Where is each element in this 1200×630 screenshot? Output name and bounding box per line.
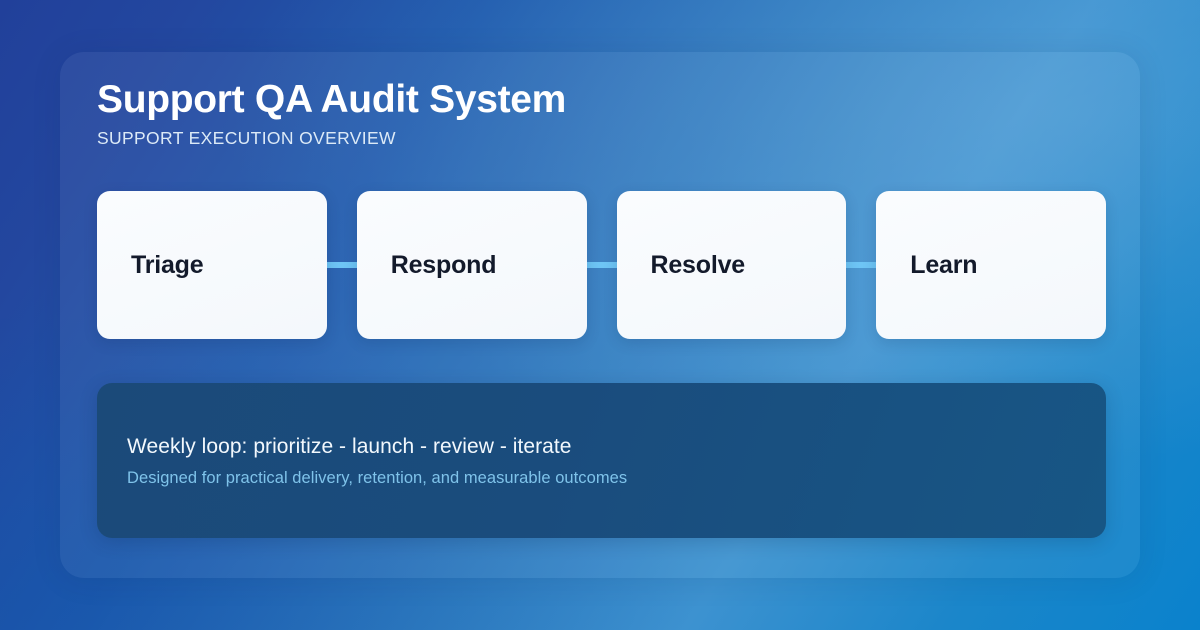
step-card-triage[interactable]: Triage xyxy=(97,191,327,339)
page-subtitle: SUPPORT EXECUTION OVERVIEW xyxy=(97,128,396,148)
step-connector-3 xyxy=(846,262,877,268)
summary-secondary-text: Designed for practical delivery, retenti… xyxy=(127,468,628,487)
step-label: Triage xyxy=(131,250,204,279)
step-connector-2 xyxy=(586,262,617,268)
step-card-learn[interactable]: Learn xyxy=(876,191,1106,339)
step-label: Learn xyxy=(910,250,978,279)
step-label: Respond xyxy=(390,250,497,279)
content-panel: Support QA Audit System SUPPORT EXECUTIO… xyxy=(60,52,1140,578)
page-title: Support QA Audit System xyxy=(97,78,567,121)
step-label: Resolve xyxy=(650,250,746,279)
summary-primary-text: Weekly loop: prioritize - launch - revie… xyxy=(127,434,572,458)
step-card-resolve[interactable]: Resolve xyxy=(616,191,847,339)
header: Support QA Audit System SUPPORT EXECUTIO… xyxy=(97,76,1103,149)
process-step-row: Triage Respond Resolve Learn xyxy=(97,191,1106,339)
summary-band: Weekly loop: prioritize - launch - revie… xyxy=(97,383,1106,538)
step-card-respond[interactable]: Respond xyxy=(356,191,587,339)
step-connector-1 xyxy=(326,262,357,268)
